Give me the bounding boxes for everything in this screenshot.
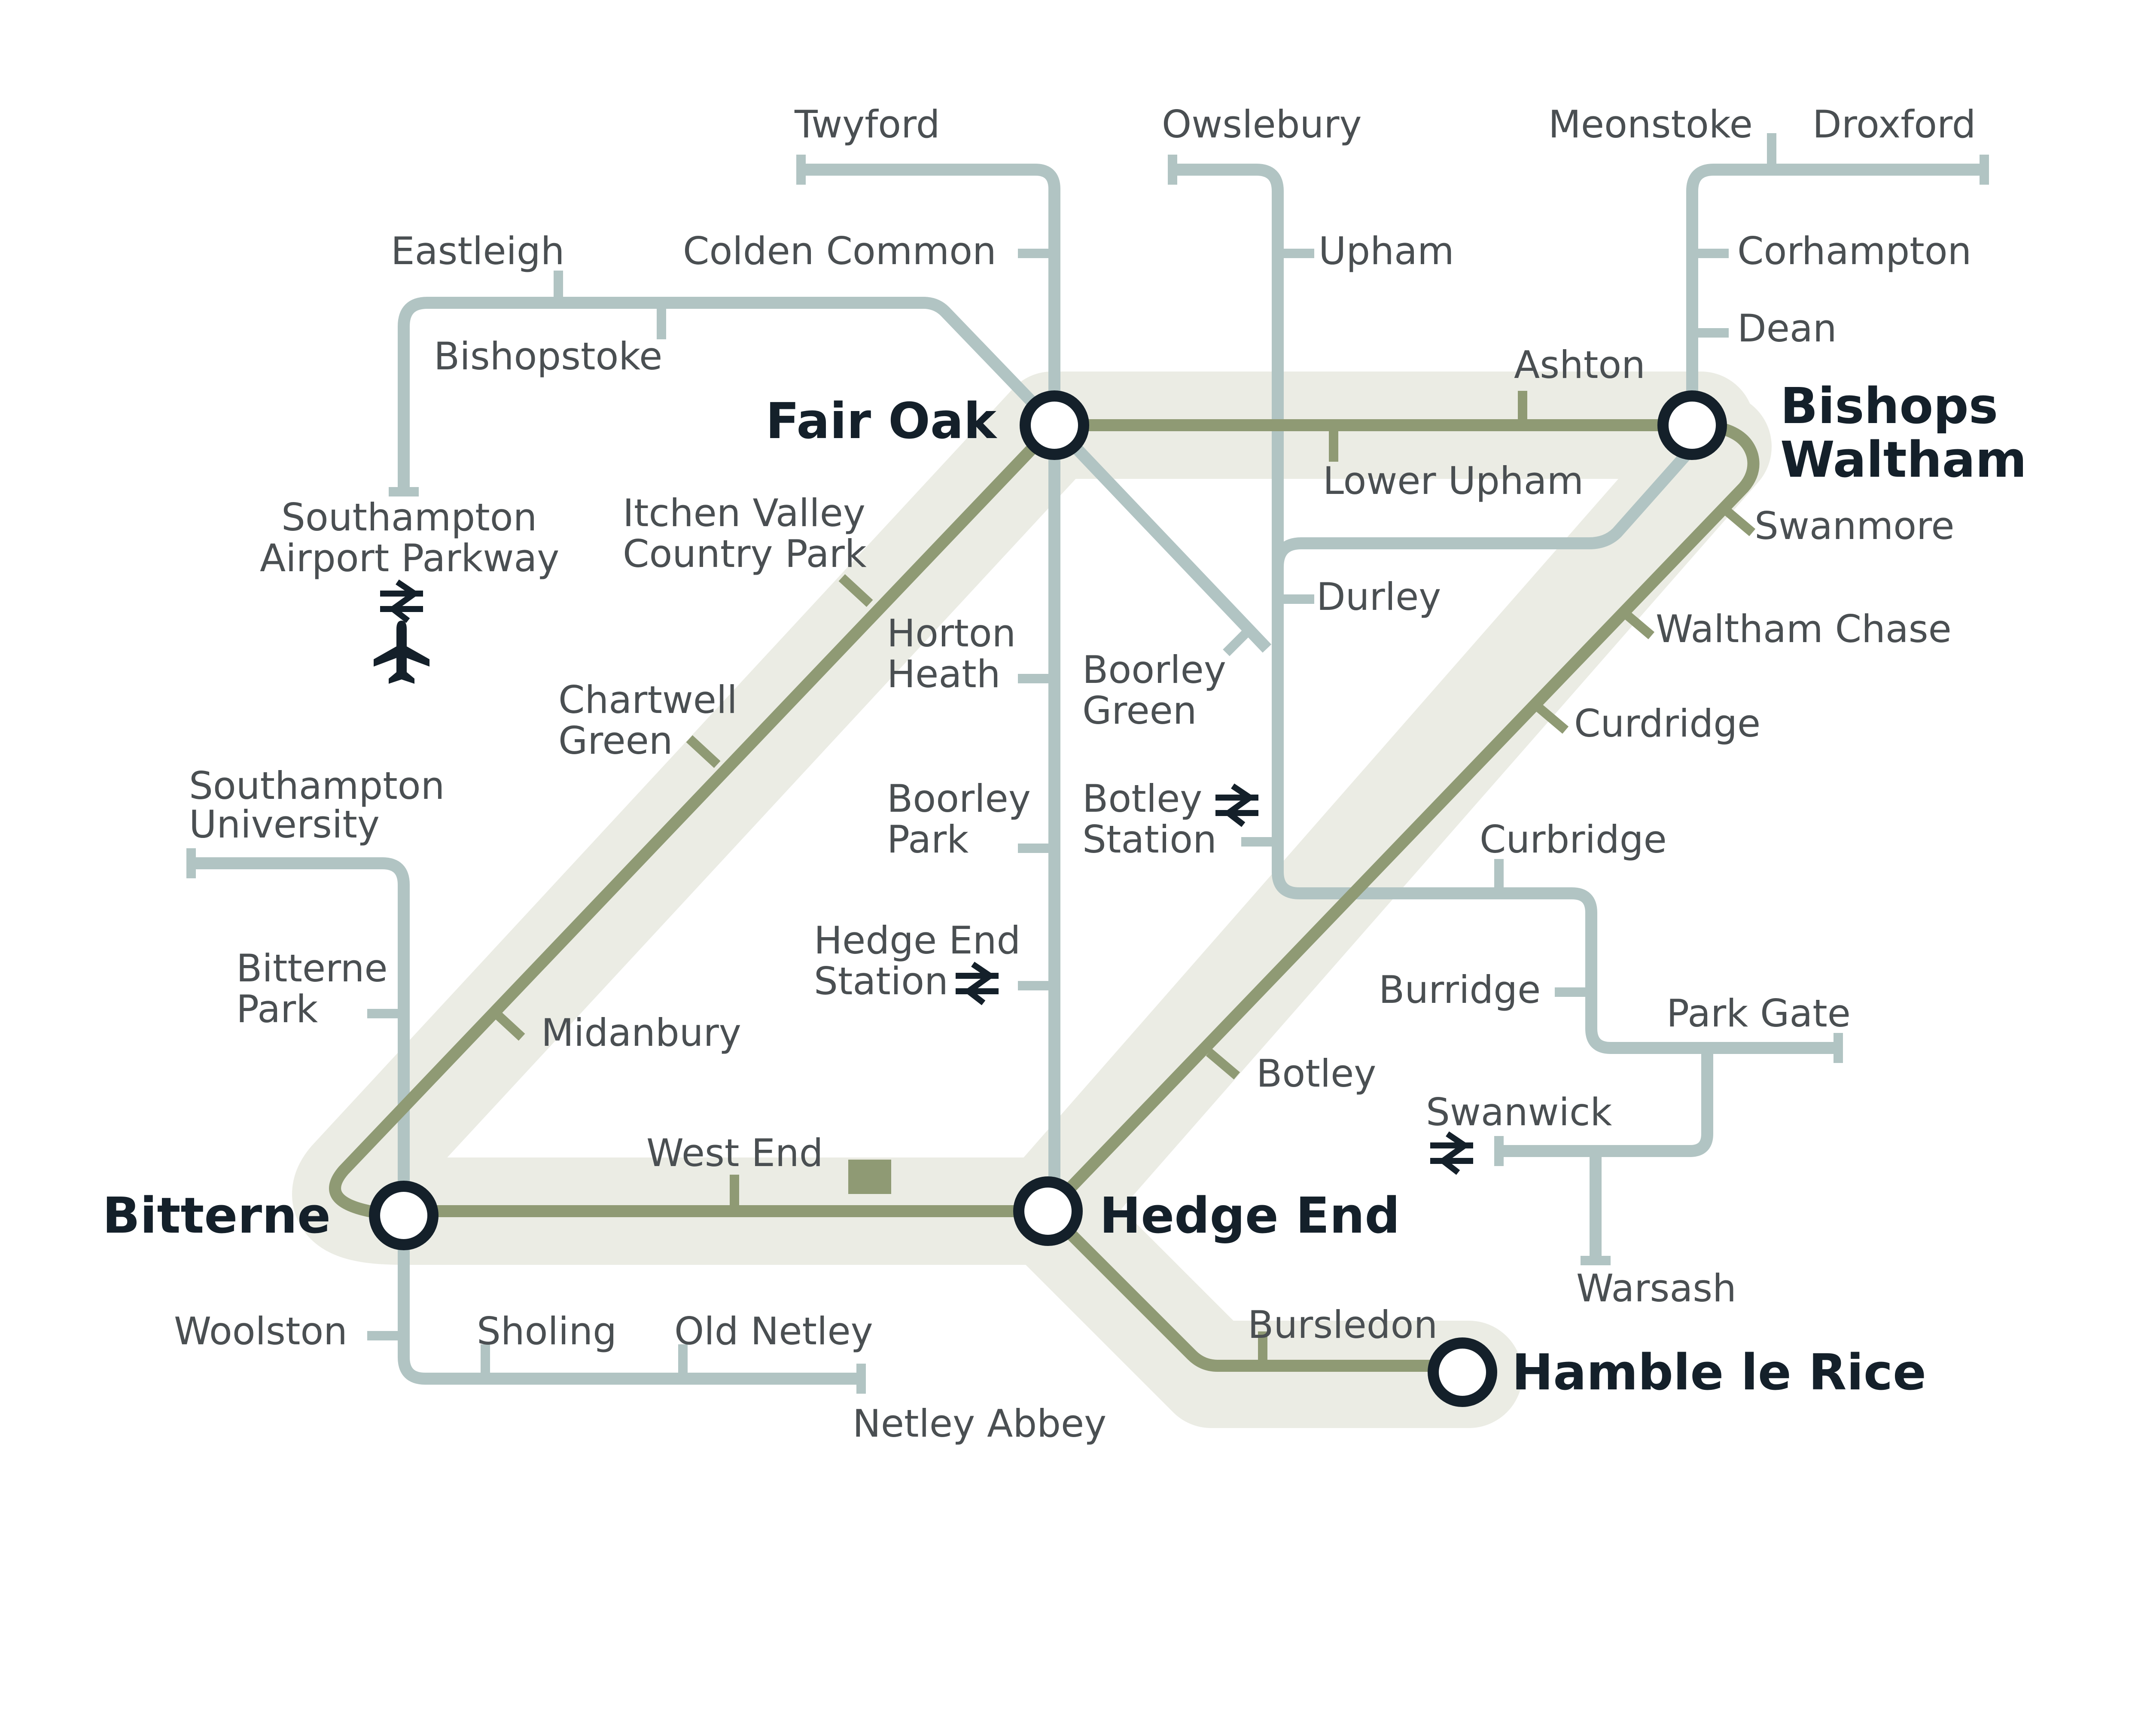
label-horton-line1: Horton: [887, 611, 1016, 655]
label-midanbury: Midanbury: [541, 1011, 741, 1055]
label-sholing: Sholing: [477, 1309, 617, 1353]
label-itchen-line1: Itchen Valley: [623, 491, 865, 535]
main-line-hamble: [1042, 1205, 1466, 1372]
station-labels: Twyford Owslebury Meonstoke Droxford Eas…: [174, 102, 1976, 1446]
branch-owslebury: [1173, 164, 1838, 1054]
hub-hedge-end[interactable]: [1013, 1176, 1083, 1246]
airplane-icon: [374, 621, 429, 684]
branch-swanwick: [1499, 1048, 1713, 1157]
national-rail-icon: [956, 962, 999, 1005]
hub-labels: Fair Oak Bishops Waltham Bitterne Hedge …: [102, 378, 2027, 1401]
hub-label-fair-oak: Fair Oak: [766, 393, 998, 450]
hub-label-bishops-waltham-line1: Bishops: [1780, 378, 1998, 435]
hub-label-hedge-end: Hedge End: [1100, 1187, 1400, 1245]
label-botley: Botley: [1256, 1051, 1376, 1096]
label-colden-common: Colden Common: [683, 229, 996, 273]
label-dean: Dean: [1737, 306, 1837, 350]
tick-waltham-chase: [1620, 608, 1655, 640]
tick-itchen-valley: [838, 574, 873, 607]
label-bitterne-park-line2: Park: [236, 987, 318, 1031]
label-meonstoke: Meonstoke: [1548, 102, 1753, 146]
label-durley: Durley: [1316, 575, 1441, 619]
label-boorley-green-line2: Green: [1082, 688, 1197, 733]
branch-fair-oak-durley: [1050, 421, 1272, 653]
label-chartwell-line1: Chartwell: [558, 678, 737, 722]
hub-label-bishops-waltham-line2: Waltham: [1780, 431, 2027, 489]
branch-southampton-university: [191, 857, 861, 1385]
label-sap-line2: Airport Parkway: [260, 536, 559, 580]
branch-meonstoke: [1686, 164, 1984, 425]
label-boorley-green-line1: Boorley: [1082, 648, 1226, 692]
tick-midanbury: [490, 1008, 525, 1041]
label-su-line2: University: [189, 802, 380, 847]
tick-chartwell-green: [686, 735, 721, 768]
label-netley-abbey: Netley Abbey: [853, 1401, 1106, 1446]
label-bitterne-park-line1: Bitterne: [236, 946, 388, 990]
label-park-gate: Park Gate: [1666, 991, 1851, 1036]
label-swanwick: Swanwick: [1426, 1090, 1612, 1134]
label-boorley-park-line1: Boorley: [887, 777, 1031, 821]
branch-twyford: [801, 164, 1060, 1215]
main-line-loop: [329, 419, 1060, 1217]
label-warsash: Warsash: [1576, 1266, 1736, 1310]
national-rail-icon: [1430, 1131, 1473, 1175]
branch-lines: [191, 164, 1984, 1385]
main-ticks: [490, 391, 1756, 1366]
label-burridge: Burridge: [1379, 968, 1541, 1012]
label-lower-upham: Lower Upham: [1323, 459, 1584, 503]
label-hedge-end-station-line1: Hedge End: [814, 918, 1020, 962]
tick-curdridge: [1534, 703, 1569, 734]
branch-durley-link: [1272, 451, 1690, 567]
label-corhampton: Corhampton: [1737, 229, 1971, 273]
label-horton-line2: Heath: [887, 652, 1001, 696]
label-waltham-chase: Waltham Chase: [1656, 607, 1952, 651]
rail-icons: [380, 579, 1473, 1175]
hub-bishops-waltham[interactable]: [1657, 390, 1727, 460]
label-twyford: Twyford: [794, 102, 940, 146]
hub-hamble[interactable]: [1428, 1337, 1497, 1407]
label-bursledon: Bursledon: [1248, 1303, 1438, 1347]
tick-boorley-green: [1223, 626, 1253, 656]
label-upham: Upham: [1319, 229, 1454, 273]
label-owslebury: Owslebury: [1162, 102, 1362, 146]
label-swanmore: Swanmore: [1754, 504, 1954, 548]
hub-bitterne[interactable]: [369, 1181, 439, 1250]
branch-ticks: [186, 133, 1989, 1394]
label-chartwell-line2: Green: [558, 719, 673, 763]
label-west-end: West End: [646, 1131, 823, 1175]
hub-label-hamble: Hamble le Rice: [1512, 1344, 1926, 1401]
label-bishopstoke: Bishopstoke: [434, 334, 662, 378]
label-itchen-line2: Country Park: [623, 532, 867, 576]
label-botley-station-line2: Station: [1082, 817, 1217, 862]
hub-stations: [369, 390, 1727, 1407]
label-curdridge: Curdridge: [1574, 701, 1760, 746]
label-droxford: Droxford: [1812, 102, 1976, 146]
label-sap-line1: Southampton: [281, 495, 537, 539]
national-rail-icon: [1215, 783, 1258, 827]
hub-fair-oak[interactable]: [1020, 390, 1089, 460]
tick-botley: [1206, 1048, 1240, 1080]
label-su-line1: Southampton: [189, 764, 445, 808]
label-botley-station-line1: Botley: [1082, 777, 1202, 821]
label-curbridge: Curbridge: [1480, 817, 1667, 862]
square-marker-icon: [848, 1160, 891, 1194]
label-boorley-park-line2: Park: [887, 817, 969, 862]
tick-swanmore: [1721, 505, 1756, 536]
national-rail-icon: [380, 579, 423, 623]
branch-eastleigh: [398, 297, 1059, 492]
label-eastleigh: Eastleigh: [391, 229, 565, 273]
label-hedge-end-station-line2: Station: [814, 959, 948, 1003]
label-woolston: Woolston: [174, 1309, 347, 1353]
hub-label-bitterne: Bitterne: [102, 1187, 331, 1245]
label-old-netley: Old Netley: [674, 1309, 873, 1353]
label-ashton: Ashton: [1514, 343, 1645, 387]
